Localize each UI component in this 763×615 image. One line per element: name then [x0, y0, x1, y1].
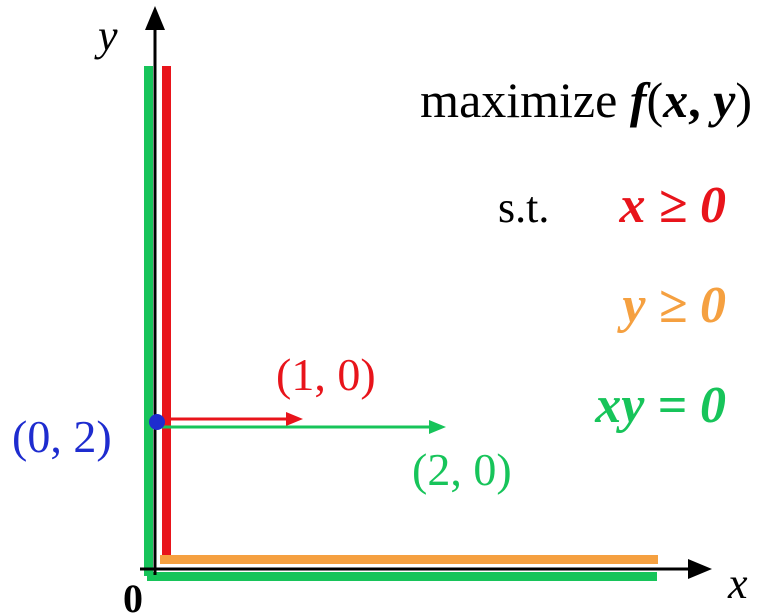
- objective-function-name: f: [630, 72, 651, 128]
- y-axis-label: y: [94, 11, 118, 60]
- x-axis-arrowhead: [688, 559, 712, 579]
- x-axis-label: x: [727, 559, 748, 608]
- orange-horizontal-band: [160, 555, 658, 564]
- vector-red-label: (1, 0): [276, 349, 376, 400]
- vector-green-label: (2, 0): [412, 444, 512, 495]
- origin-label: 0: [123, 576, 143, 615]
- point-marker: [149, 414, 165, 430]
- subject-to-label: s.t.: [498, 183, 549, 232]
- vector-green-arrowhead: [429, 420, 446, 434]
- green-horizontal-band: [147, 572, 657, 581]
- green-vertical-band: [144, 66, 153, 576]
- objective-open-paren: (: [646, 72, 663, 128]
- objective-text: maximize f(x, y): [420, 72, 752, 128]
- constraint-complementarity: xy = 0: [594, 377, 726, 434]
- point-label: (0, 2): [12, 411, 112, 462]
- objective-comma: ,: [688, 72, 713, 128]
- objective-close-paren: ): [735, 72, 752, 128]
- constraint-x-nonnegative: x ≥ 0: [618, 177, 726, 234]
- objective-var-y: y: [708, 72, 736, 128]
- y-axis-arrowhead: [145, 6, 165, 30]
- objective-var-x: x: [662, 72, 688, 128]
- red-vertical-band: [162, 66, 171, 558]
- constraint-y-nonnegative: y ≥ 0: [616, 277, 726, 334]
- objective-prefix: maximize: [420, 72, 630, 128]
- vector-red-arrowhead: [286, 412, 303, 426]
